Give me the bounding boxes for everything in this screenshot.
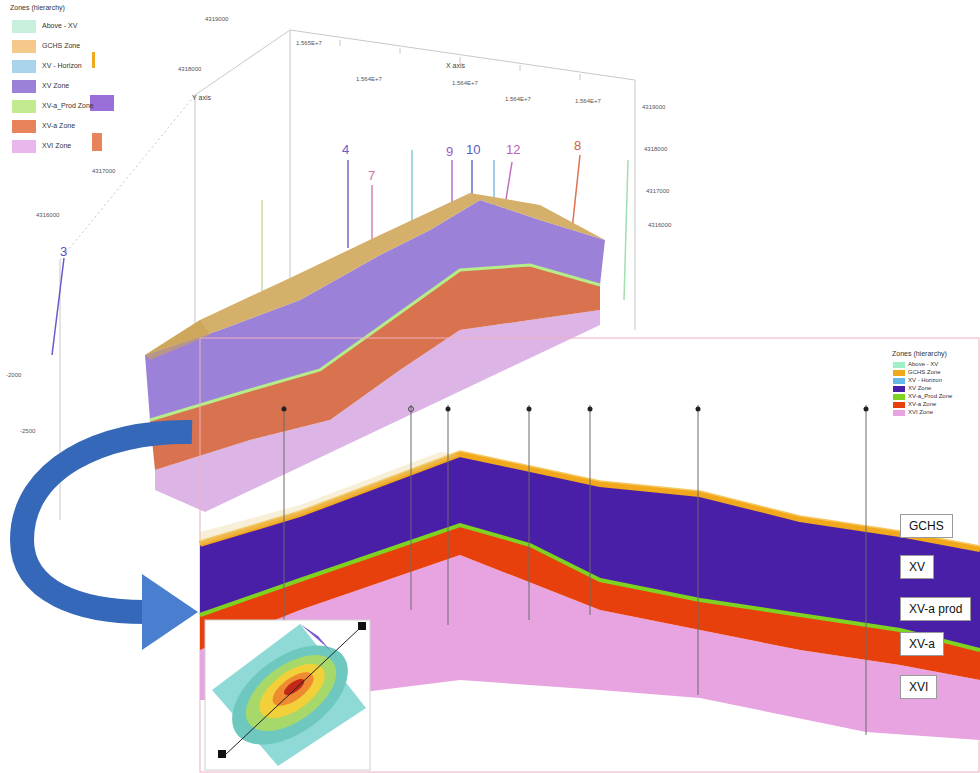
well-number: 8 (574, 138, 581, 153)
well-number: 3 (60, 244, 67, 259)
zone-label-box: XV (900, 555, 934, 579)
legend-swatch (12, 100, 36, 113)
legend-text: XV Zone (42, 82, 69, 89)
legend-swatch (12, 140, 36, 153)
legend-text: XV-a_Prod Zone (908, 393, 952, 399)
axis-tick: 4317000 (92, 168, 115, 174)
well-number: 4 (342, 142, 349, 157)
well-number: 7 (368, 168, 375, 183)
well-number: 10 (466, 142, 480, 157)
legend-text: GCHS Zone (908, 369, 941, 375)
section-frame (200, 338, 979, 772)
legend-text: XVI Zone (42, 142, 71, 149)
axis-tick: 1.565E+7 (296, 40, 322, 46)
curved-arrow (22, 432, 198, 650)
legend-text: XV - Horizon (908, 377, 942, 383)
axis-tick: 4317000 (646, 188, 669, 194)
legend-text: XVI Zone (908, 409, 933, 415)
zone-label: XV (909, 560, 925, 574)
legend-text: Above - XV (42, 22, 77, 29)
legend-title: Zones (hierarchy) (10, 4, 65, 11)
zone-label-box: XVI (900, 675, 937, 699)
zone-label-box: XV-a (900, 632, 944, 656)
inset-map (205, 620, 370, 770)
legend-swatch (12, 20, 36, 33)
legend-swatch (893, 402, 905, 408)
zone-label-box: XV-a prod (900, 597, 971, 621)
legend-text: XV-a Zone (908, 401, 936, 407)
legend-swatch (893, 378, 905, 384)
axis-tick: 4319000 (205, 16, 228, 22)
legend-swatch (12, 120, 36, 133)
axis-tick: -2000 (6, 372, 21, 378)
zone-label-box: GCHS (900, 514, 953, 538)
legend-text: GCHS Zone (42, 42, 80, 49)
legend-text: Above - XV (908, 361, 938, 367)
well-marker (282, 407, 869, 412)
legend-title: Zones (hierarchy) (892, 350, 947, 357)
axis-tick: 4316000 (648, 222, 671, 228)
well-number: 9 (446, 144, 453, 159)
zone-label: XV-a (909, 637, 935, 651)
legend-swatch (893, 386, 905, 392)
well-line (284, 405, 866, 735)
zone-label: XV-a prod (909, 602, 962, 616)
axis-tick: 1.564E+7 (505, 96, 531, 102)
legend-swatch (12, 60, 36, 73)
axis-title: X axis (446, 62, 465, 69)
legend-text: XV Zone (908, 385, 931, 391)
zone-label: GCHS (909, 519, 944, 533)
legend-swatch (893, 410, 905, 416)
axis-tick: 1.564E+7 (356, 76, 382, 82)
axis-title: Y axis (192, 94, 211, 101)
legend-swatch (893, 370, 905, 376)
axis-tick: 4319000 (642, 104, 665, 110)
legend-bar (92, 133, 102, 151)
legend-bar (92, 52, 95, 68)
axis-tick: 4318000 (178, 66, 201, 72)
axis-tick: 4316000 (36, 212, 59, 218)
legend-swatch (12, 40, 36, 53)
axis-tick: 1.564E+7 (452, 80, 478, 86)
legend-swatch (12, 80, 36, 93)
axis-tick: -2500 (20, 428, 35, 434)
zone-label: XVI (909, 680, 928, 694)
axis-tick: 1.564E+7 (575, 98, 601, 104)
legend-text: XV-a_Prod Zone (42, 102, 94, 109)
3d-zone-model (145, 193, 605, 512)
legend-swatch (893, 362, 905, 368)
legend-text: XV-a Zone (42, 122, 75, 129)
well-number: 12 (506, 142, 520, 157)
legend-text: XV - Horizon (42, 62, 82, 69)
axis-tick: 4318000 (644, 146, 667, 152)
legend-swatch (893, 394, 905, 400)
